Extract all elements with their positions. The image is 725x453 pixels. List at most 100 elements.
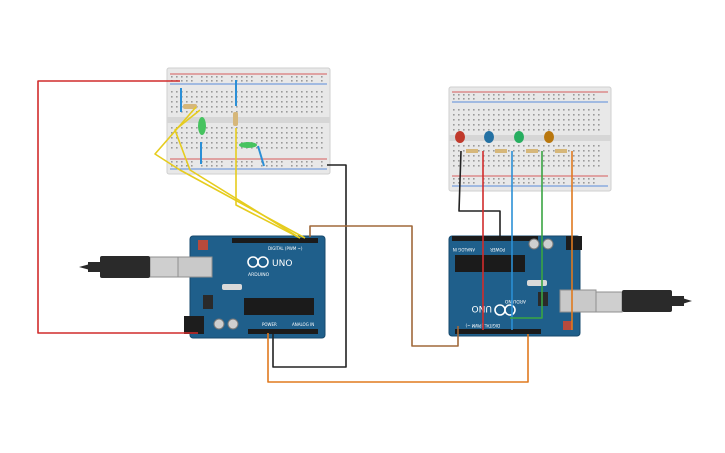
right-usb-port — [559, 289, 597, 313]
breadboard-hole — [528, 119, 530, 121]
breadboard-hole — [281, 127, 283, 129]
blue-led — [484, 131, 507, 153]
breadboard-hole — [171, 91, 173, 93]
breadboard-hole — [533, 129, 535, 131]
breadboard-hole — [176, 165, 178, 167]
breadboard-hole — [311, 127, 313, 129]
breadboard-hole — [548, 165, 550, 167]
breadboard-hole — [316, 106, 318, 108]
breadboard-hole — [523, 98, 525, 100]
breadboard-hole — [181, 165, 183, 167]
breadboard-hole — [261, 80, 263, 82]
breadboard-hole — [593, 178, 595, 180]
breadboard-hole — [231, 127, 233, 129]
breadboard-hole — [578, 129, 580, 131]
breadboard-hole — [483, 124, 485, 126]
breadboard-hole — [286, 142, 288, 144]
breadboard-hole — [453, 145, 455, 147]
wire-brown — [309, 225, 459, 347]
breadboard-hole — [468, 119, 470, 121]
breadboard-hole — [266, 91, 268, 93]
breadboard-hole — [468, 129, 470, 131]
breadboard-hole — [241, 137, 243, 139]
breadboard-hole — [498, 160, 500, 162]
breadboard-hole — [548, 145, 550, 147]
breadboard-hole — [241, 80, 243, 82]
breadboard-hole — [463, 182, 465, 184]
breadboard-hole — [538, 155, 540, 157]
breadboard-hole — [271, 111, 273, 113]
breadboard-hole — [241, 161, 243, 163]
breadboard-hole — [493, 129, 495, 131]
breadboard-hole — [271, 127, 273, 129]
right-analog-header-label: ANALOG IN — [453, 247, 475, 252]
breadboard-hole — [593, 155, 595, 157]
breadboard-hole — [548, 129, 550, 131]
breadboard-hole — [246, 96, 248, 98]
breadboard-hole — [513, 182, 515, 184]
breadboard-hole — [251, 91, 253, 93]
breadboard-hole — [296, 132, 298, 134]
green-diode — [198, 117, 206, 135]
breadboard-hole — [191, 91, 193, 93]
breadboard-hole — [558, 119, 560, 121]
breadboard-hole — [543, 98, 545, 100]
breadboard-hole — [513, 119, 515, 121]
breadboard-hole — [221, 137, 223, 139]
breadboard-hole — [321, 80, 323, 82]
breadboard-hole — [246, 132, 248, 134]
breadboard-hole — [206, 96, 208, 98]
breadboard-hole — [196, 127, 198, 129]
breadboard-hole — [276, 132, 278, 134]
breadboard-hole — [221, 132, 223, 134]
breadboard-hole — [216, 111, 218, 113]
breadboard-hole — [211, 96, 213, 98]
left-breadboard — [166, 67, 331, 175]
breadboard-hole — [306, 127, 308, 129]
breadboard-hole — [211, 165, 213, 167]
breadboard-hole — [216, 147, 218, 149]
breadboard-hole — [276, 96, 278, 98]
breadboard-hole — [588, 165, 590, 167]
breadboard-hole — [221, 101, 223, 103]
breadboard-hole — [548, 182, 550, 184]
breadboard-hole — [306, 101, 308, 103]
breadboard-hole — [286, 96, 288, 98]
breadboard-hole — [296, 76, 298, 78]
breadboard-hole — [538, 114, 540, 116]
breadboard-hole — [453, 94, 455, 96]
breadboard-hole — [453, 155, 455, 157]
breadboard-hole — [593, 94, 595, 96]
breadboard-hole — [518, 124, 520, 126]
breadboard-hole — [548, 98, 550, 100]
breadboard-hole — [473, 124, 475, 126]
breadboard-hole — [528, 165, 530, 167]
breadboard-hole — [226, 111, 228, 113]
breadboard-hole — [468, 109, 470, 111]
breadboard-hole — [568, 165, 570, 167]
breadboard-hole — [583, 114, 585, 116]
breadboard-hole — [266, 161, 268, 163]
breadboard-hole — [573, 165, 575, 167]
breadboard-hole — [573, 124, 575, 126]
breadboard-hole — [271, 161, 273, 163]
breadboard-hole — [176, 111, 178, 113]
breadboard-hole — [543, 94, 545, 96]
breadboard-hole — [241, 106, 243, 108]
breadboard-hole — [266, 165, 268, 167]
breadboard-hole — [211, 91, 213, 93]
right-board-model-label: UNO — [472, 303, 492, 313]
breadboard-hole — [216, 132, 218, 134]
breadboard-hole — [216, 127, 218, 129]
breadboard-hole — [276, 111, 278, 113]
breadboard-hole — [493, 94, 495, 96]
left-digital-header-label: DIGITAL (PWM ~) — [268, 246, 303, 251]
breadboard-hole — [276, 165, 278, 167]
left-power-jack — [184, 316, 204, 334]
breadboard-hole — [321, 161, 323, 163]
breadboard-hole — [291, 96, 293, 98]
breadboard-hole — [291, 132, 293, 134]
breadboard-hole — [578, 119, 580, 121]
breadboard-hole — [246, 91, 248, 93]
breadboard-hole — [523, 119, 525, 121]
